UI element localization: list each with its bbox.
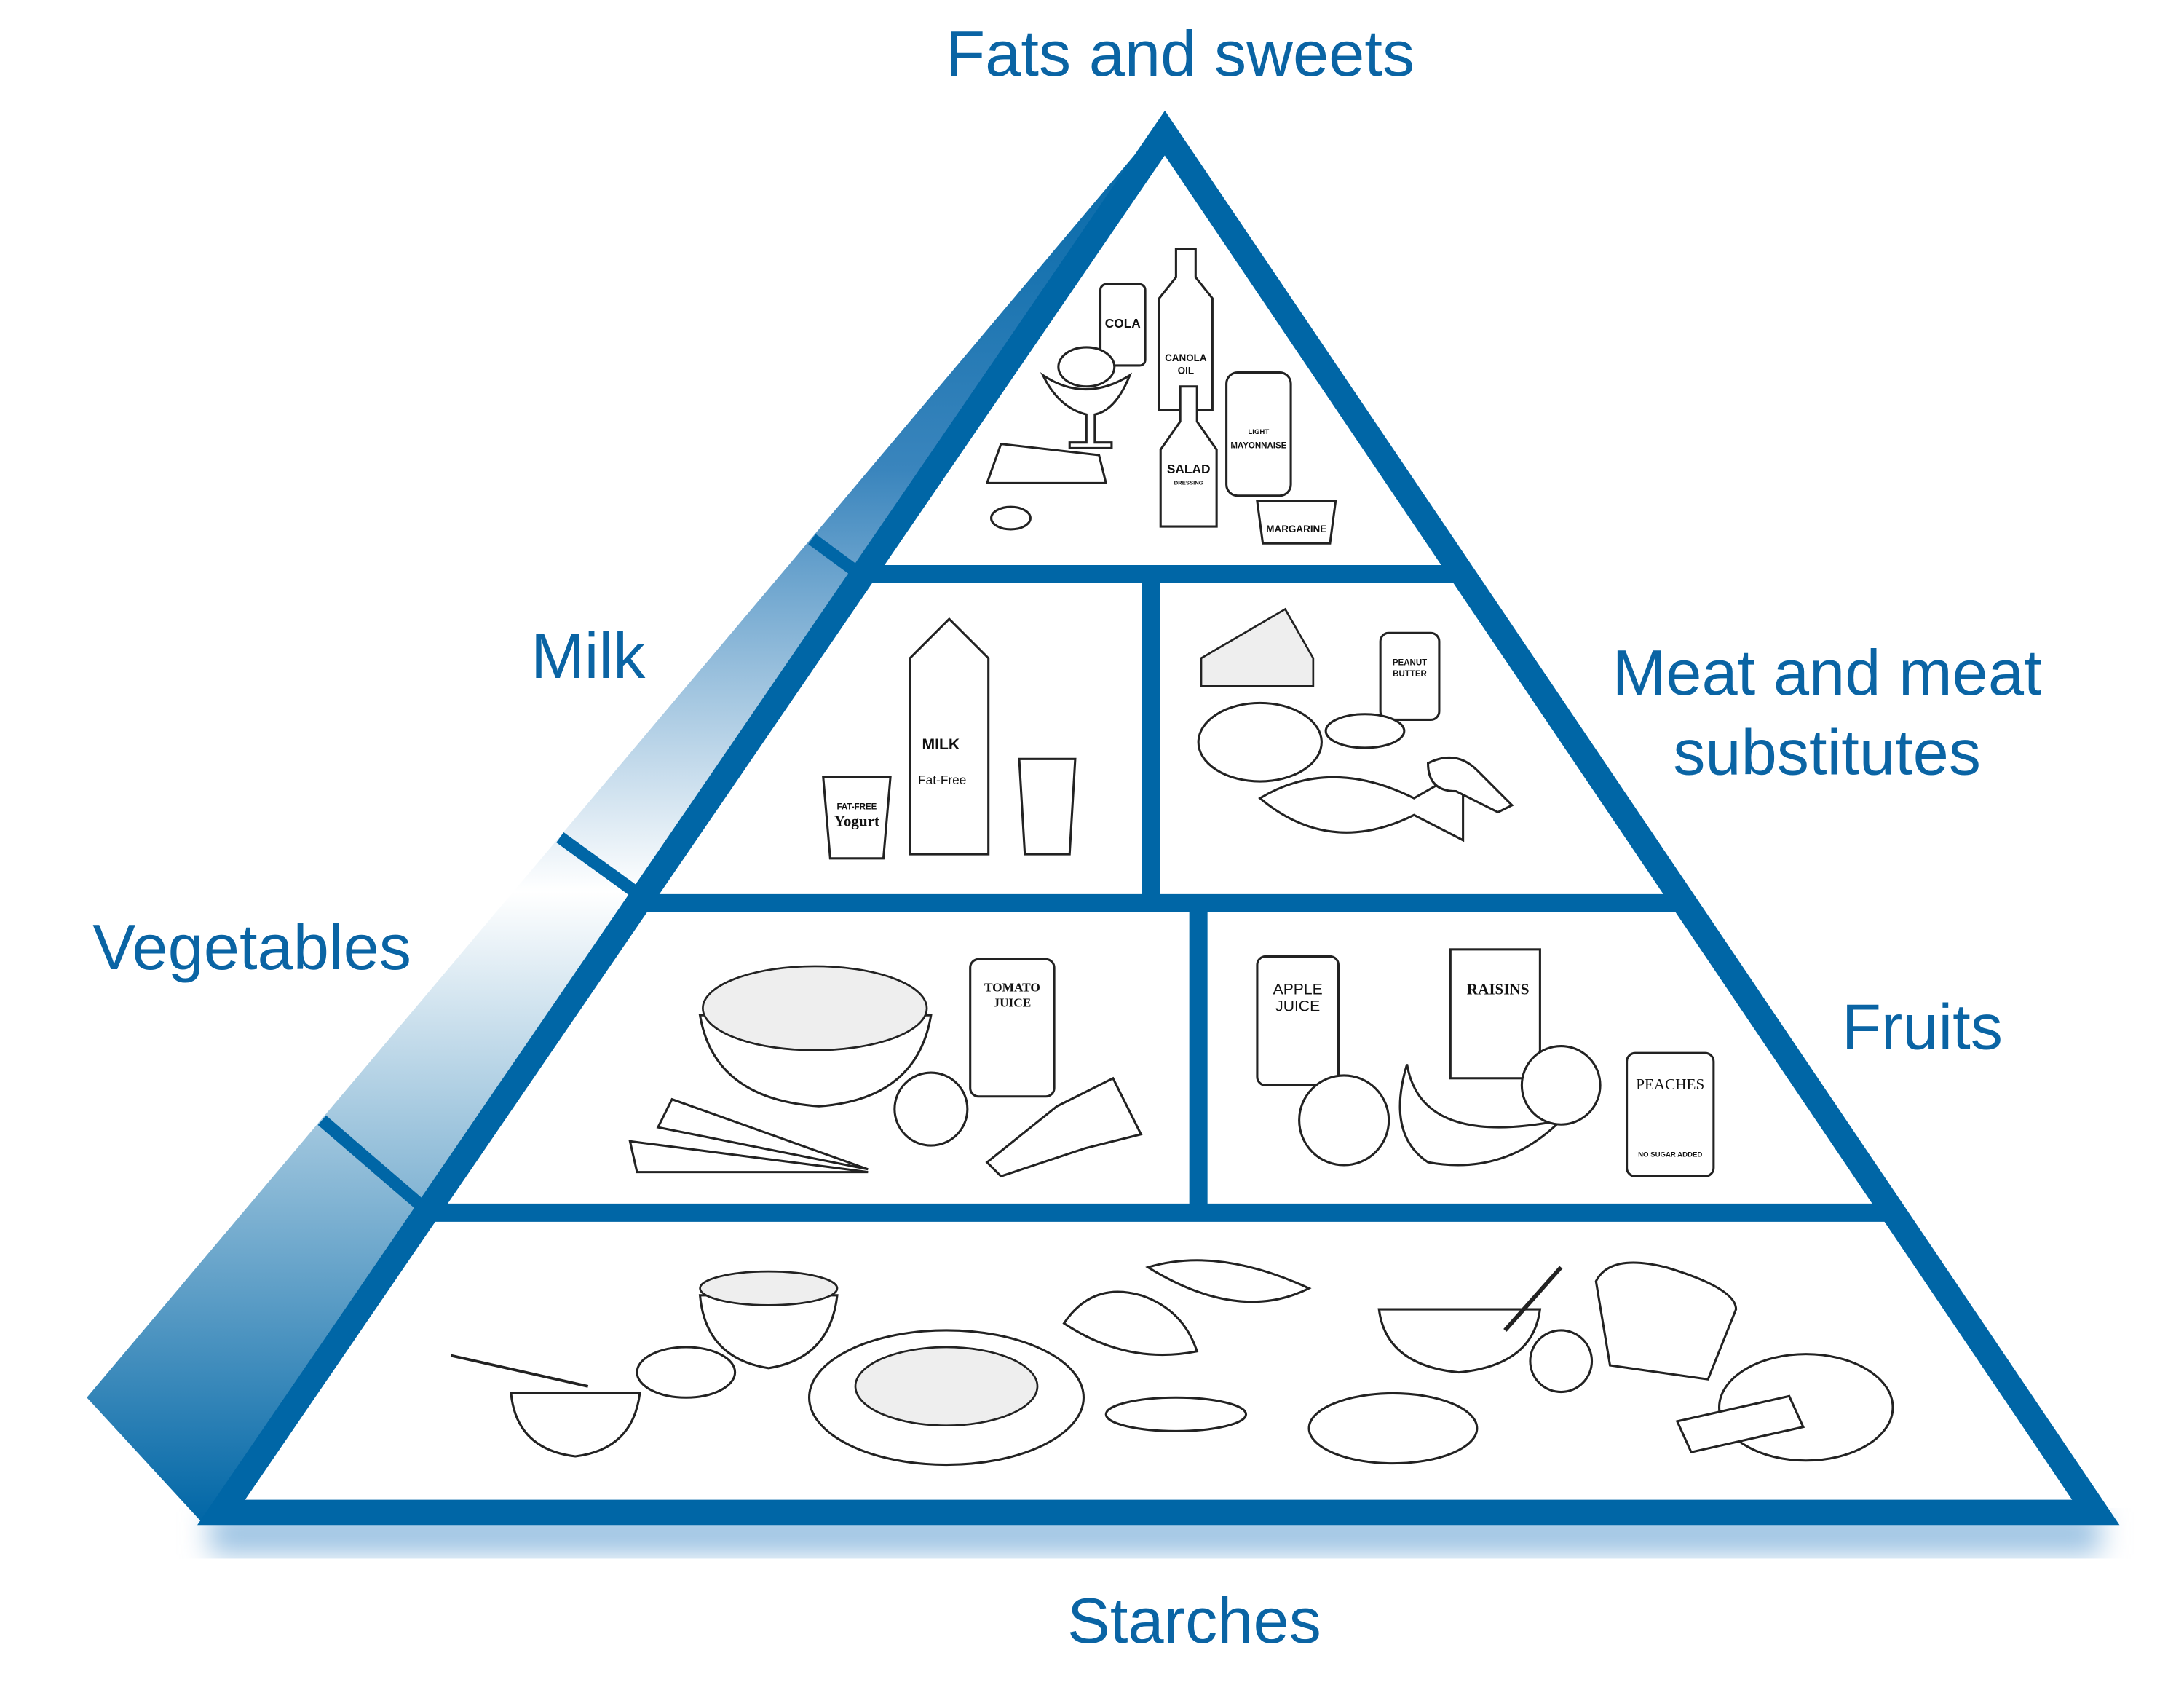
side-face-dividers: [317, 534, 863, 1212]
svg-text:RAISINS: RAISINS: [1467, 980, 1530, 998]
fats-sweets-illustration: COLA CANOLA OIL LIGHT MAYONNAISE SALAD D…: [985, 248, 1337, 545]
svg-text:DRESSING: DRESSING: [1174, 479, 1203, 486]
svg-text:MARGARINE: MARGARINE: [1266, 524, 1326, 534]
label-meat-line1: Meat and meat: [1613, 636, 2042, 709]
label-meat-line2: substitutes: [1673, 716, 1981, 788]
tier-dividers: [427, 564, 1891, 1222]
svg-text:COLA: COLA: [1105, 316, 1142, 331]
svg-text:OIL: OIL: [1178, 365, 1194, 376]
svg-text:APPLE: APPLE: [1273, 981, 1323, 998]
milk-illustration: MILK Fat-Free FAT-FREE Yogurt: [822, 617, 1077, 860]
starches-illustration: [450, 1259, 1894, 1467]
svg-text:TOMATO: TOMATO: [984, 981, 1040, 995]
svg-text:FAT-FREE: FAT-FREE: [837, 803, 877, 812]
pyramid-side-face: [87, 119, 1166, 1524]
label-fats-and-sweets: Fats and sweets: [946, 17, 1415, 90]
svg-text:CANOLA: CANOLA: [1165, 352, 1207, 363]
label-fruits: Fruits: [1842, 990, 2003, 1062]
svg-text:JUICE: JUICE: [1275, 998, 1320, 1014]
label-starches: Starches: [1067, 1585, 1321, 1657]
label-vegetables: Vegetables: [92, 911, 411, 983]
svg-text:Yogurt: Yogurt: [834, 813, 879, 830]
svg-text:JUICE: JUICE: [993, 996, 1031, 1010]
svg-text:SALAD: SALAD: [1167, 462, 1211, 476]
svg-text:MAYONNAISE: MAYONNAISE: [1230, 441, 1286, 450]
svg-text:NO SUGAR ADDED: NO SUGAR ADDED: [1638, 1151, 1702, 1159]
vegetables-illustration: TOMATO JUICE: [628, 958, 1143, 1178]
svg-text:BUTTER: BUTTER: [1393, 670, 1427, 679]
svg-text:LIGHT: LIGHT: [1248, 428, 1269, 436]
svg-text:PEANUT: PEANUT: [1393, 658, 1427, 667]
meat-illustration: PEANUT BUTTER: [1197, 607, 1514, 842]
fruits-illustration: APPLE JUICE RAISINS PEACHES NO SUGAR ADD…: [1256, 948, 1715, 1177]
label-milk: Milk: [531, 620, 646, 692]
svg-text:Fat-Free: Fat-Free: [918, 773, 966, 787]
svg-text:MILK: MILK: [922, 736, 960, 753]
svg-text:PEACHES: PEACHES: [1636, 1076, 1704, 1093]
